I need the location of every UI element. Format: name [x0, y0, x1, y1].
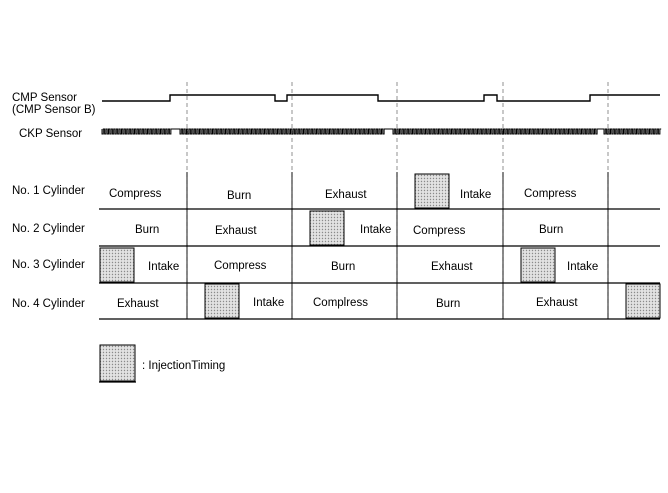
cylinder-row-4: No. 4 Cylinder Exhaust Intake Complress … [12, 283, 661, 320]
phase-label: Intake [567, 261, 598, 273]
phase-label: Burn [539, 224, 563, 236]
ckp-sensor-label: CKP Sensor [19, 128, 82, 140]
phase-label: Exhaust [215, 225, 257, 237]
phase-label: Exhaust [117, 298, 159, 310]
phase-label: Exhaust [431, 261, 473, 273]
phase-label: Burn [331, 261, 355, 273]
legend-label: : InjectionTiming [142, 360, 225, 372]
cylinder-label: No. 4 Cylinder [12, 298, 85, 310]
phase-label: Intake [360, 224, 391, 236]
cmp-waveform [102, 94, 660, 102]
phase-label: Exhaust [325, 189, 367, 201]
cylinder-rows: No. 1 Cylinder Compress Burn Exhaust Int… [12, 172, 661, 320]
cylinder-row-2: No. 2 Cylinder Burn Exhaust Intake Compr… [12, 209, 660, 247]
injection-timing-block [520, 247, 556, 283]
injection-timing-block [99, 247, 135, 283]
phase-label: Complress [313, 297, 368, 309]
injection-timing-block [414, 173, 450, 209]
cylinder-row-1: No. 1 Cylinder Compress Burn Exhaust Int… [12, 172, 660, 210]
legend-injection-swatch [99, 344, 136, 382]
phase-label: Intake [460, 189, 491, 201]
phase-label: Compress [413, 225, 466, 237]
cmp-sensor-b-label: (CMP Sensor B) [12, 104, 96, 116]
cylinder-label: No. 1 Cylinder [12, 185, 85, 197]
injection-timing-block [204, 283, 240, 319]
injection-timing-block [625, 283, 661, 319]
cmp-sensor-label: CMP Sensor [12, 92, 77, 104]
phase-label: Compress [109, 188, 162, 200]
cylinder-label: No. 3 Cylinder [12, 259, 85, 271]
phase-label: Compress [214, 260, 267, 272]
phase-label: Intake [148, 261, 179, 273]
phase-label: Burn [436, 298, 460, 310]
cylinder-row-3: No. 3 Cylinder Intake Compress Burn Exha… [12, 246, 660, 284]
legend: : InjectionTiming [99, 344, 225, 383]
phase-label: Compress [524, 188, 577, 200]
ckp-waveform [101, 128, 662, 135]
phase-label: Burn [227, 190, 251, 202]
phase-label: Burn [135, 224, 159, 236]
phase-label: Exhaust [536, 297, 578, 309]
cylinder-label: No. 2 Cylinder [12, 223, 85, 235]
phase-label: Intake [253, 297, 284, 309]
injection-timing-block [309, 210, 345, 246]
